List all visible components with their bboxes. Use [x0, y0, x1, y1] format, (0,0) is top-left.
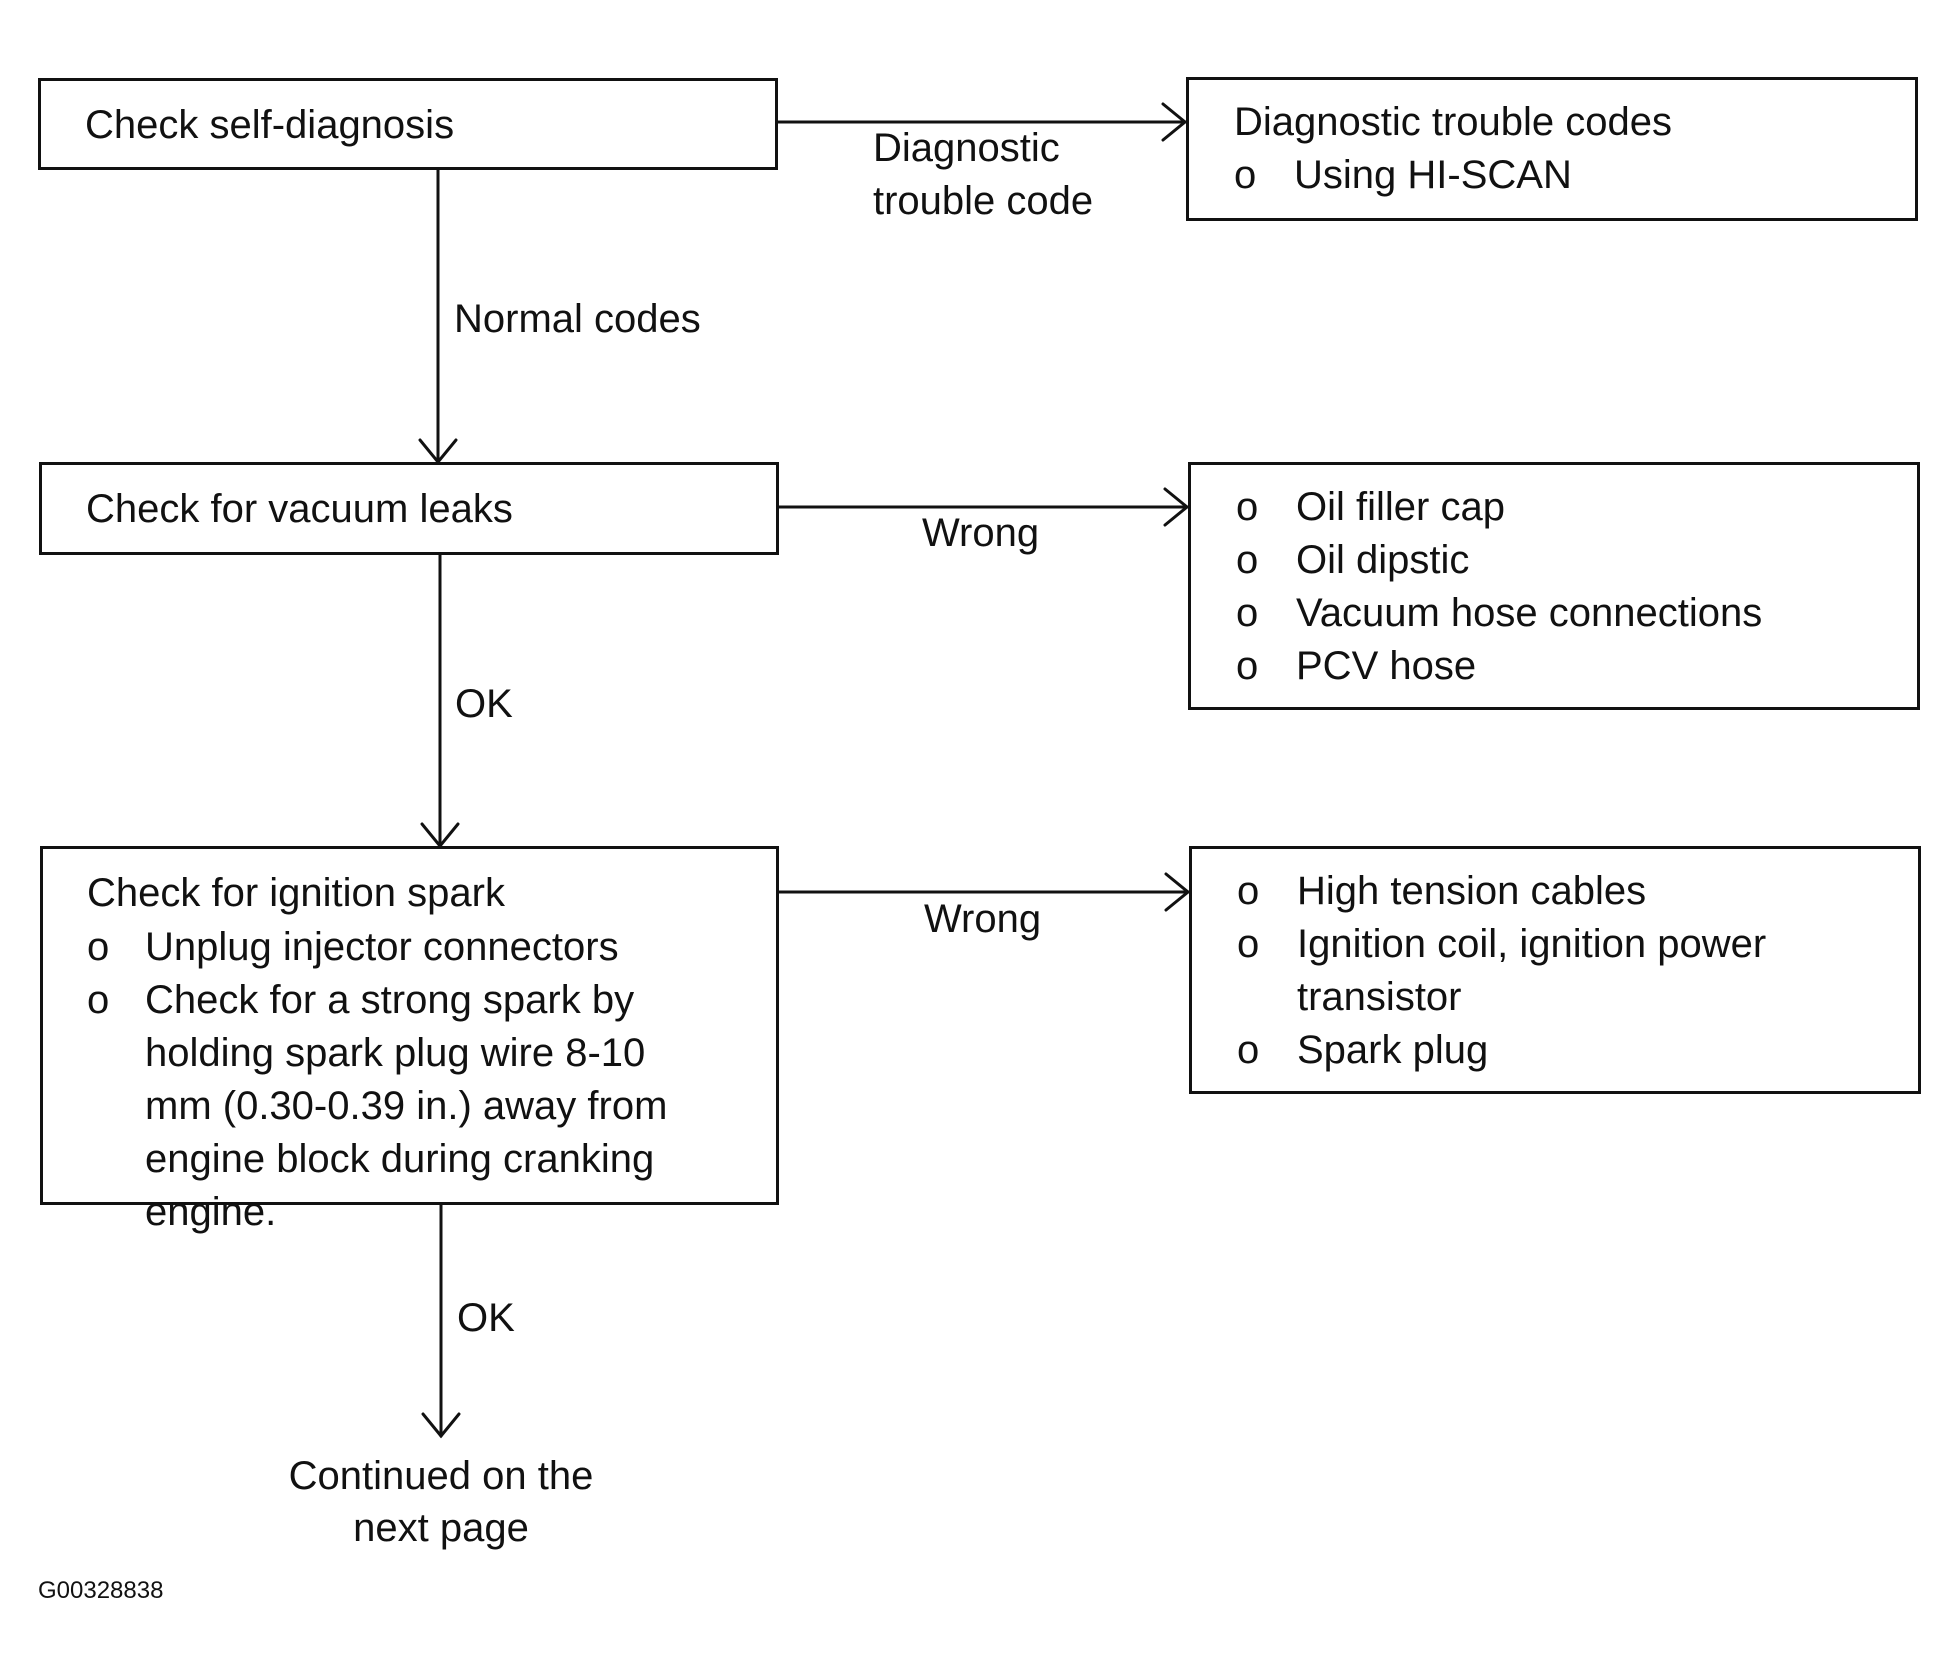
bullet-list: o High tension cables o Ignition coil, i… — [1237, 865, 1897, 1077]
list-item: o Oil filler cap — [1236, 481, 1896, 534]
bullet-list: o Unplug injector connectors o Check for… — [87, 921, 747, 1239]
bullet-mark: o — [1237, 1028, 1260, 1072]
node-title: Check for ignition spark — [87, 871, 505, 915]
node-vacuum-leak-points: o Oil filler cap o Oil dipstic o Vacuum … — [1188, 462, 1920, 710]
edge-label-ok-2: OK — [457, 1296, 515, 1340]
bullet-mark: o — [1236, 538, 1259, 582]
item-text: Oil dipstic — [1296, 538, 1470, 582]
list-item: o Ignition coil, ignition power transist… — [1237, 918, 1897, 1024]
continued-note: Continued on the next page — [241, 1450, 641, 1554]
bullet-mark: o — [1237, 922, 1260, 966]
bullet-mark: o — [1236, 644, 1259, 688]
bullet-mark: o — [1234, 153, 1257, 197]
node-check-self-diagnosis: Check self-diagnosis — [38, 78, 778, 170]
list-item: o Spark plug — [1237, 1024, 1897, 1077]
arrowhead-wrong-vacuum — [1163, 487, 1190, 527]
item-text: Unplug injector connectors — [145, 925, 619, 969]
list-item: o Unplug injector connectors — [87, 921, 747, 974]
item-text: Using HI-SCAN — [1294, 153, 1572, 197]
arrowhead-wrong-ignition — [1164, 872, 1191, 912]
bullet-list: o Using HI-SCAN — [1234, 149, 1894, 202]
arrowhead-diagnostic-trouble-code — [1161, 102, 1188, 142]
bullet-mark: o — [1237, 869, 1260, 913]
node-title: Check self-diagnosis — [85, 103, 455, 147]
item-text: High tension cables — [1297, 869, 1647, 913]
node-check-vacuum-leaks: Check for vacuum leaks — [39, 462, 779, 555]
edge-label-trouble-code: trouble code — [873, 179, 1094, 223]
list-item: o High tension cables — [1237, 865, 1897, 918]
bullet-mark: o — [1236, 485, 1259, 529]
list-item: o PCV hose — [1236, 640, 1896, 693]
list-item: o Check for a strong spark by holding sp… — [87, 974, 747, 1239]
bullet-mark: o — [1236, 591, 1259, 635]
item-text: Spark plug — [1297, 1028, 1489, 1072]
node-title: Check for vacuum leaks — [86, 487, 513, 531]
node-title: Diagnostic trouble codes — [1234, 100, 1673, 144]
item-text: Oil filler cap — [1296, 485, 1505, 529]
edge-label-diagnostic: Diagnostic — [873, 126, 1060, 170]
continued-line-1: Continued on the — [288, 1454, 594, 1498]
edge-label-wrong-vacuum: Wrong — [922, 511, 1040, 555]
bullet-mark: o — [87, 925, 110, 969]
list-item: o Vacuum hose connections — [1236, 587, 1896, 640]
edge-label-wrong-ignition: Wrong — [924, 897, 1042, 941]
node-ignition-check-points: o High tension cables o Ignition coil, i… — [1189, 846, 1921, 1094]
list-item: o Oil dipstic — [1236, 534, 1896, 587]
edge-label-normal-codes: Normal codes — [454, 297, 701, 341]
bullet-list: o Oil filler cap o Oil dipstic o Vacuum … — [1236, 481, 1896, 693]
item-text: Check for a strong spark by holding spar… — [145, 978, 668, 1234]
item-text: PCV hose — [1296, 644, 1477, 688]
list-item: o Using HI-SCAN — [1234, 149, 1894, 202]
node-diagnostic-trouble-codes: Diagnostic trouble codes o Using HI-SCAN — [1186, 77, 1918, 221]
figure-code: G00328838 — [38, 1577, 164, 1604]
bullet-mark: o — [87, 978, 110, 1022]
edge-label-ok-1: OK — [455, 682, 513, 726]
continued-line-2: next page — [353, 1506, 529, 1550]
node-check-ignition-spark: Check for ignition spark o Unplug inject… — [40, 846, 779, 1234]
item-text: Ignition coil, ignition power transistor — [1297, 922, 1767, 1019]
item-text: Vacuum hose connections — [1296, 591, 1763, 635]
arrowhead-ok-2 — [421, 1412, 461, 1439]
